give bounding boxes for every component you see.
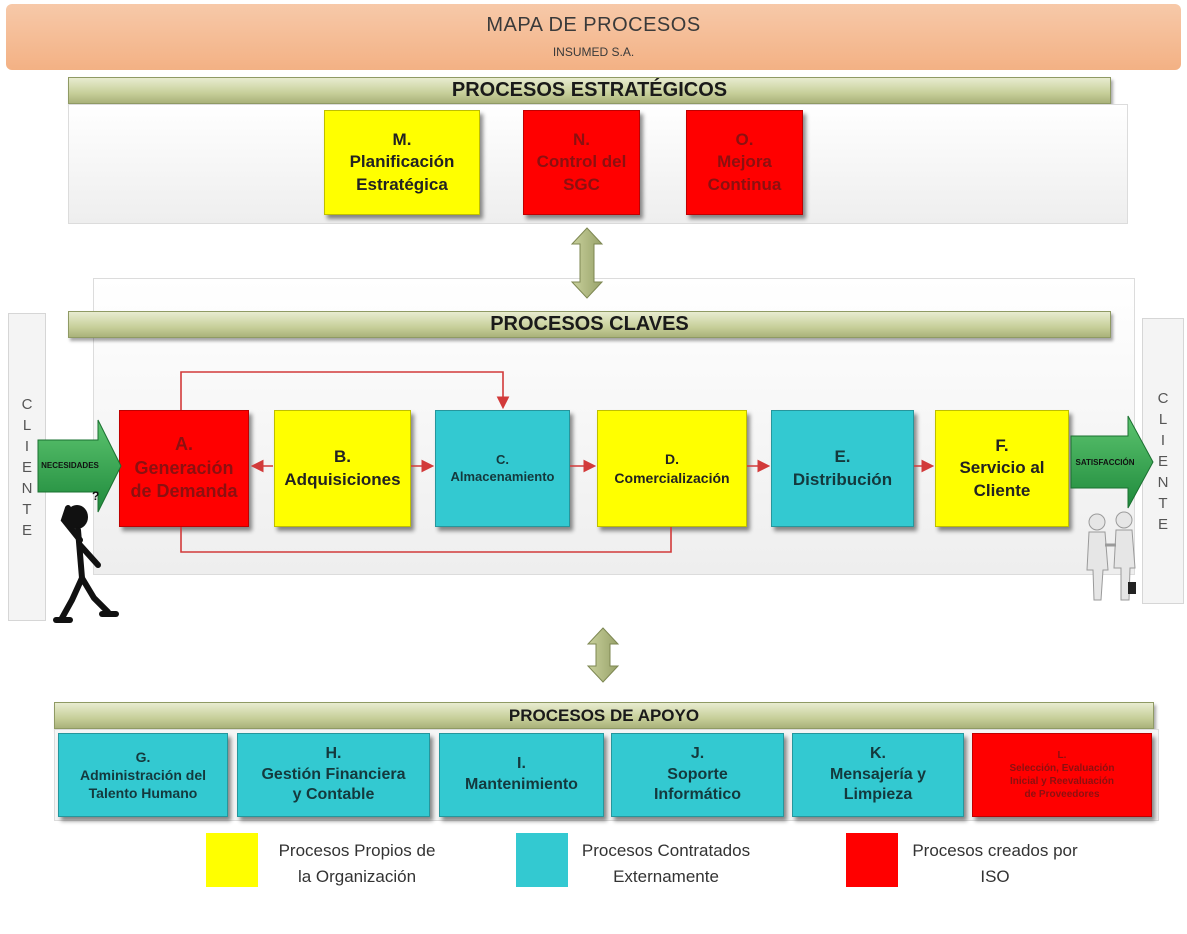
strategic-title-bar: PROCESOS ESTRATÉGICOS [68,77,1111,104]
key-box-comercializacion[interactable]: D. Comercialización [597,410,747,527]
client-letter: L [1158,410,1168,428]
client-letter: L [22,416,32,434]
feedback-line-top [180,371,510,410]
legend-label-iso: Procesos creados por ISO [912,841,1078,886]
client-letter: E [21,458,32,476]
client-letter: N [21,479,33,497]
input-arrow [37,419,122,513]
key-box-servicio-cliente[interactable]: F. Servicio al Cliente [935,410,1069,527]
support-box-label: J. Soporte Informático [653,744,742,804]
key-title-bar: PROCESOS CLAVES [68,311,1111,338]
support-box-soporte-informatico[interactable]: J. Soporte Informático [611,733,784,817]
feedback-line-bottom [180,527,672,553]
legend-swatch-red [846,833,898,887]
confused-person-icon [53,505,119,623]
legend-label-contratados: Procesos Contratados Externamente [581,841,751,886]
company-name: INSUMED S.A. [552,45,635,59]
key-box-distribucion[interactable]: E. Distribución [771,410,914,527]
support-box-label: I. Mantenimiento [465,755,578,793]
support-title-bar: PROCESOS DE APOYO [54,702,1154,729]
strategic-box-planificacion[interactable]: M. Planificación Estratégica [324,110,480,215]
support-box-label: H. Gestión Financiera y Contable [261,744,406,804]
key-box-label: B. Adquisiciones [284,447,401,489]
double-arrow-key-support [586,627,620,683]
output-arrow-label: SATISFACCIÓN [1076,458,1135,467]
key-box-generacion-demanda[interactable]: A. Generación de Demanda [119,410,249,527]
strategic-box-label: M. Planificación Estratégica [349,130,455,194]
key-box-label: E. Distribución [792,447,893,489]
question-mark-icon: ? [92,489,99,503]
client-letter: T [1158,494,1168,512]
map-header: MAPA DE PROCESOS INSUMED S.A. [6,4,1181,70]
output-arrow [1070,415,1154,509]
support-box-talento-humano[interactable]: G. Administración del Talento Humano [58,733,228,817]
handshake-icon [1086,511,1136,601]
strategic-box-mejora-continua[interactable]: O. Mejora Continua [686,110,803,215]
briefcase-icon [1128,582,1136,594]
key-box-label: C. Almacenamiento [450,451,555,484]
support-box-gestion-financiera[interactable]: H. Gestión Financiera y Contable [237,733,430,817]
strategic-box-label: O. Mejora Continua [707,130,782,194]
support-box-label: K. Mensajería y Limpieza [829,744,927,804]
client-letter: T [22,500,32,518]
support-box-mensajeria-limpieza[interactable]: K. Mensajería y Limpieza [792,733,964,817]
client-letter: E [21,521,32,539]
key-box-label: D. Comercialización [614,451,730,486]
key-box-label: A. Generación de Demanda [130,434,238,502]
support-box-label: G. Administración del Talento Humano [79,748,207,802]
client-letter: C [21,395,33,413]
map-title: MAPA DE PROCESOS [486,14,701,36]
key-box-almacenamiento[interactable]: C. Almacenamiento [435,410,570,527]
support-box-seleccion-proveedores[interactable]: L. Selección, Evaluación Inicial y Reeva… [972,733,1152,817]
client-letter: C [1157,389,1169,407]
key-box-label: F. Servicio al Cliente [959,436,1045,500]
legend-swatch-yellow [206,833,258,887]
double-arrow-strategic-key [570,227,604,299]
support-box-label: L. Selección, Evaluación Inicial y Reeva… [1009,750,1115,800]
strategic-box-label: N. Control del SGC [536,130,627,194]
client-letter: I [24,437,30,455]
client-letter: E [1157,515,1168,533]
client-letter: E [1157,452,1168,470]
legend-label-propios: Procesos Propios de la Organización [278,841,436,886]
key-box-adquisiciones[interactable]: B. Adquisiciones [274,410,411,527]
legend-swatch-cyan [516,833,568,887]
input-arrow-label: NECESIDADES [41,461,99,470]
support-box-mantenimiento[interactable]: I. Mantenimiento [439,733,604,817]
client-letter: N [1157,473,1169,491]
strategic-box-control-sgc[interactable]: N. Control del SGC [523,110,640,215]
client-letter: I [1160,431,1166,449]
